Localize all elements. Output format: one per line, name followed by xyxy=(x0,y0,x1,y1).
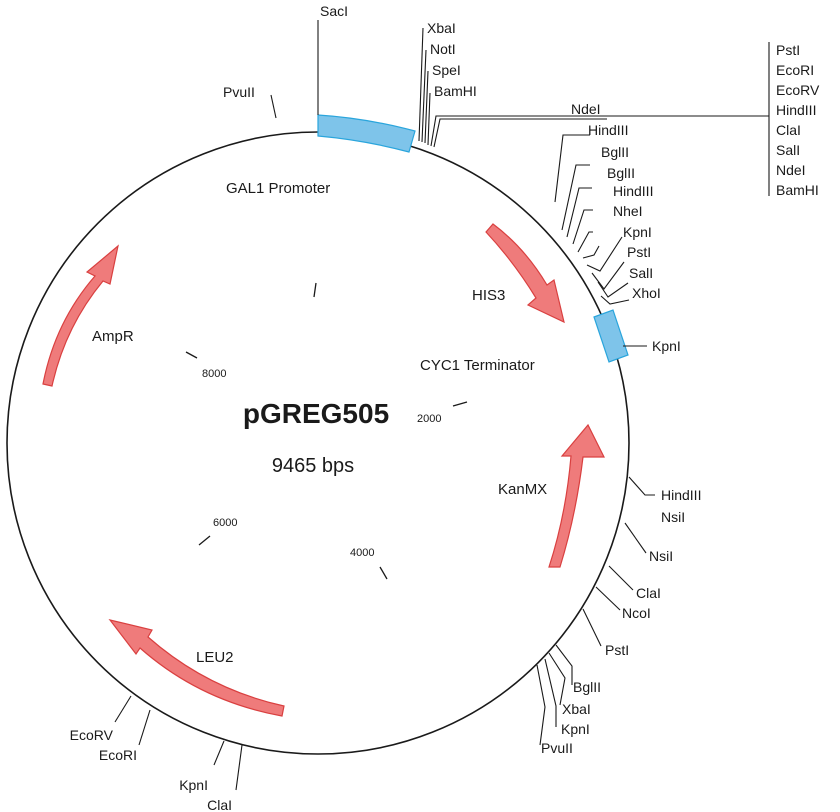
site-label-bglii-lower: BglII xyxy=(573,679,601,695)
site-label-bglii: BglII xyxy=(607,165,635,181)
site-label-kpni-lower: KpnI xyxy=(561,721,590,737)
site-label-spei: SpeI xyxy=(432,62,461,78)
site-label-psti-lower: PstI xyxy=(605,642,629,658)
site-label-clai-bottom: ClaI xyxy=(207,797,232,812)
tick-mark-4000 xyxy=(379,566,388,580)
site-label-nhei: NheI xyxy=(613,203,643,219)
site-label-ecorv: EcoRV xyxy=(70,727,114,743)
site-label-xhoi: XhoI xyxy=(632,285,661,301)
gal1-promoter-label: GAL1 Promoter xyxy=(226,180,330,197)
site-label-bamhi: BamHI xyxy=(434,83,477,99)
plasmid-name: pGREG505 xyxy=(243,398,389,429)
site-label-saci: SacI xyxy=(320,3,348,19)
tick-label-4000: 4000 xyxy=(350,547,374,559)
tick-mark-2000 xyxy=(452,401,468,407)
site-label-hindiii-kanmx: HindIII xyxy=(661,487,701,503)
far-list-item: EcoRI xyxy=(776,62,814,78)
site-label-hindiii: HindIII xyxy=(588,122,628,138)
site-label-kpni-cyc1: KpnI xyxy=(652,338,681,354)
site-label-noti: NotI xyxy=(430,41,456,57)
site-label-xbai: XbaI xyxy=(427,20,456,36)
site-label-kpni-bottom: KpnI xyxy=(179,777,208,793)
ampr-arrow xyxy=(42,244,119,387)
leu2-label: LEU2 xyxy=(196,649,234,666)
site-label-nsii: NsiI xyxy=(649,548,673,564)
site-label-ecori: EcoRI xyxy=(99,747,137,763)
far-list-item: PstI xyxy=(776,42,800,58)
site-label-ncoi: NcoI xyxy=(622,605,651,621)
plasmid-backbone xyxy=(6,131,630,755)
tick-label-6000: 6000 xyxy=(213,517,237,529)
site-label-xbai-lower: XbaI xyxy=(562,701,591,717)
ampr-label: AmpR xyxy=(92,328,134,345)
leu2-arrow xyxy=(108,619,285,717)
far-list-item: BamHI xyxy=(776,182,819,198)
tick-label-2000: 2000 xyxy=(417,413,441,425)
cyc1-terminator-label: CYC1 Terminator xyxy=(420,357,535,374)
kanmx-label: KanMX xyxy=(498,481,547,498)
far-list-item: EcoRV xyxy=(776,82,820,98)
far-list-item: SalI xyxy=(776,142,800,158)
far-list-item: NdeI xyxy=(776,162,806,178)
cyc1-terminator-box xyxy=(593,309,629,363)
site-label-nsii-kanmx: NsiI xyxy=(661,509,685,525)
site-label-ndei: NdeI xyxy=(571,101,601,117)
his3-arrow xyxy=(485,223,565,324)
his3-label: HIS3 xyxy=(472,287,505,304)
site-leaders xyxy=(114,20,770,791)
tick-label-8000: 8000 xyxy=(202,368,226,380)
plasmid-size: 9465 bps xyxy=(272,455,354,477)
tick-mark-6000 xyxy=(198,535,211,546)
far-list-item: HindIII xyxy=(776,102,816,118)
site-label-pvuii-top: PvuII xyxy=(223,84,255,100)
site-label-sali: SalI xyxy=(629,265,653,281)
site-label-kpni: KpnI xyxy=(623,224,652,240)
tick-mark-origin xyxy=(313,282,317,298)
site-label-bglii: BglII xyxy=(601,144,629,160)
site-label-pvuii-lower: PvuII xyxy=(541,740,573,756)
kanmx-arrow xyxy=(548,423,605,568)
site-label-hindiii: HindIII xyxy=(613,183,653,199)
gal1-promoter-box xyxy=(317,114,416,153)
site-label-clai: ClaI xyxy=(636,585,661,601)
site-label-psti: PstI xyxy=(627,244,651,260)
far-list-item: ClaI xyxy=(776,122,801,138)
tick-mark-8000 xyxy=(185,351,198,359)
